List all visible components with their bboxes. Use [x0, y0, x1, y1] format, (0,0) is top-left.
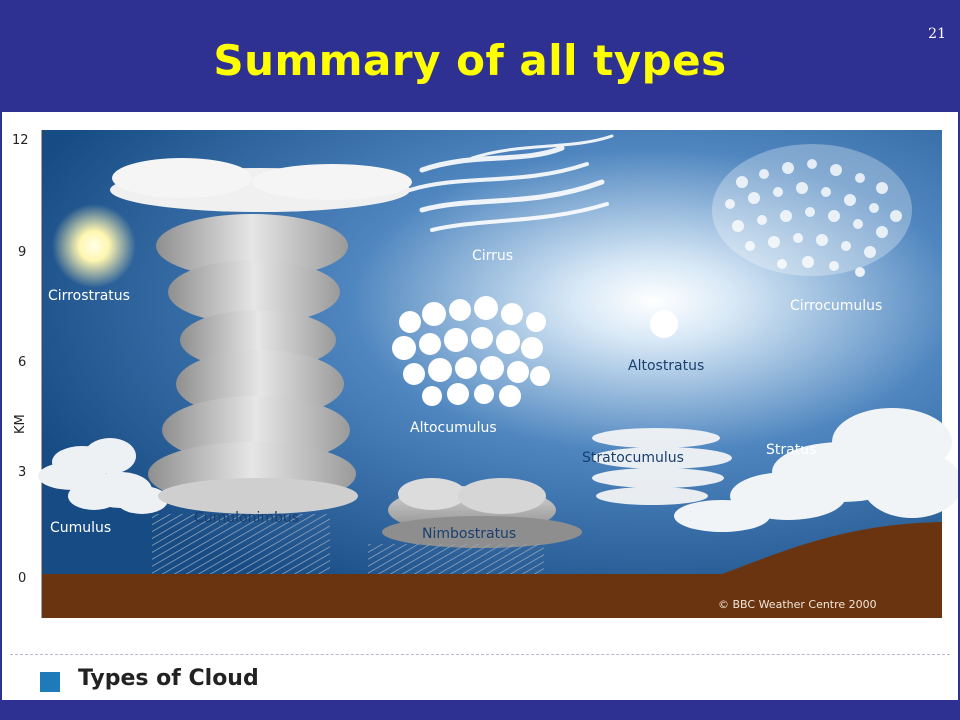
cloud-label-cumulus: Cumulus [50, 520, 111, 536]
sun-glow-icon [650, 310, 678, 338]
cumulus-cloud [38, 438, 168, 514]
cloud-label-altocumulus: Altocumulus [410, 420, 497, 436]
cloud-label-cirrocumulus: Cirrocumulus [790, 298, 882, 314]
tick-label: 9 [18, 245, 26, 260]
tick-label: 3 [18, 465, 26, 480]
axis-ticks: 12 9 6 3 0 [12, 133, 29, 586]
cirrocumulus-cloud [712, 144, 912, 277]
cloud-label-cumulonimbus: Cumulonimbus [194, 510, 299, 526]
nimbostratus-cloud [382, 478, 582, 548]
title-bar: Summary of all types 21 [0, 0, 960, 110]
caption-bar: Types of Cloud [2, 650, 958, 700]
caption-text: Types of Cloud [78, 666, 259, 691]
tick-label: 0 [18, 571, 26, 586]
cumulonimbus-cloud [110, 158, 412, 514]
cloud-label-cirrostratus: Cirrostratus [48, 288, 130, 304]
altocumulus-cloud [392, 296, 550, 407]
divider [10, 654, 950, 655]
tick-label: 12 [12, 133, 29, 148]
bottom-bar [0, 700, 960, 720]
rain-shaft [152, 514, 330, 574]
stratocumulus-cloud [592, 428, 732, 505]
y-axis-unit: KM [13, 414, 28, 434]
sun-icon [52, 204, 136, 288]
caption-square-icon [40, 672, 60, 692]
cloud-types-diagram: 12 9 6 3 0 KM [12, 130, 958, 618]
ground [42, 522, 942, 618]
copyright-text: © BBC Weather Centre 2000 [718, 598, 877, 611]
cloud-label-stratocumulus: Stratocumulus [582, 450, 684, 466]
cloud-labels: Cirrus Cirrocumulus Cirrostratus Altocum… [48, 248, 882, 542]
cloud-label-altostratus: Altostratus [628, 358, 704, 374]
cloud-label-nimbostratus: Nimbostratus [422, 526, 516, 542]
diagram-panel: 12 9 6 3 0 KM [2, 112, 958, 700]
tick-label: 6 [18, 355, 26, 370]
slide-title: Summary of all types [213, 36, 727, 85]
cloud-label-cirrus: Cirrus [472, 248, 513, 264]
cloud-label-stratus: Stratus [766, 442, 816, 458]
stratus-cloud [674, 408, 958, 532]
cirrus-cloud [408, 134, 614, 232]
rain-shaft [368, 544, 544, 574]
slide-number: 21 [928, 26, 946, 42]
